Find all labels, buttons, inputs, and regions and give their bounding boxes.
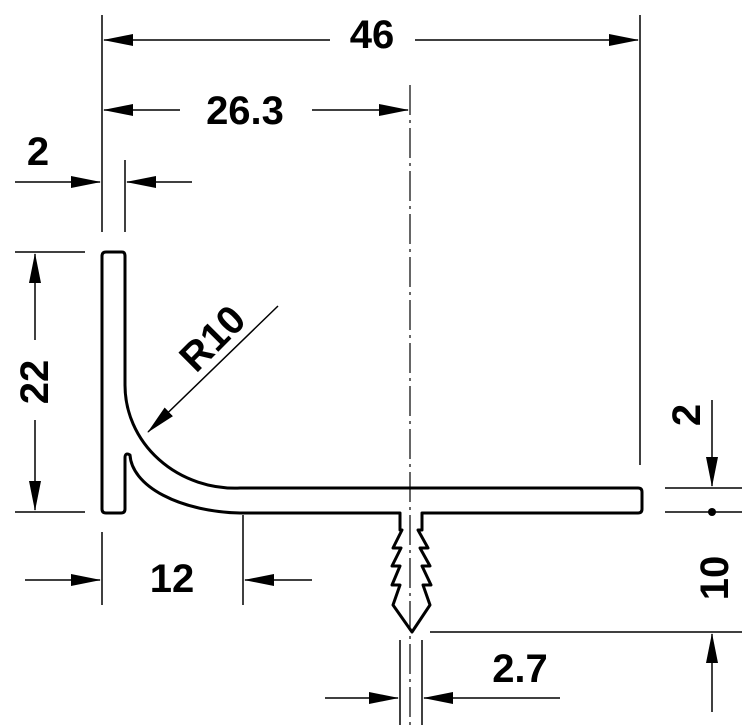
dimension-overall-width: 46 bbox=[101, 13, 641, 465]
dimension-pin-diameter: 2.7 bbox=[325, 640, 560, 725]
dim-2-7-label: 2.7 bbox=[492, 647, 548, 691]
dim-46-label: 46 bbox=[350, 13, 395, 57]
dimension-pin-length: 10 bbox=[430, 556, 742, 712]
dim-2-label: 2 bbox=[27, 130, 49, 174]
dim-26-3-label: 26.3 bbox=[206, 89, 284, 133]
dimension-height: 22 bbox=[13, 251, 85, 513]
dim-10-label: 10 bbox=[693, 556, 737, 601]
dim-2-right-label: 2 bbox=[665, 404, 709, 426]
profile-outline bbox=[100, 250, 644, 634]
dim-22-label: 22 bbox=[13, 360, 57, 405]
dimension-flange-thickness: 2 bbox=[665, 400, 742, 516]
dimension-radius: R10 bbox=[147, 297, 279, 433]
dim-r10-label: R10 bbox=[171, 297, 254, 380]
dimension-center-offset: 26.3 bbox=[103, 89, 409, 133]
dimension-curve-width: 12 bbox=[25, 515, 312, 605]
dim-12-label: 12 bbox=[150, 557, 195, 601]
dimension-wall-thickness: 2 bbox=[15, 130, 192, 232]
